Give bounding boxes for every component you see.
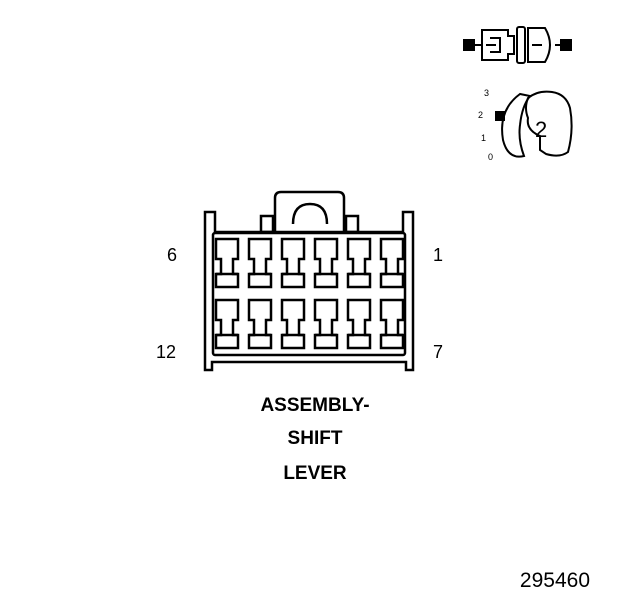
cavity-pin-10 — [280, 298, 306, 350]
connector-latch-inner — [291, 202, 329, 225]
cavity-pin-5 — [247, 237, 273, 289]
pin-label-top-left: 6 — [167, 245, 178, 265]
cavity-pin-11 — [247, 298, 273, 350]
figure-number: 295460 — [519, 569, 590, 592]
connector-post-left — [259, 214, 275, 234]
title-line-2: SHIFT — [287, 428, 343, 449]
position-label-1: 1 — [481, 133, 487, 143]
cavity-pin-6 — [214, 237, 240, 289]
title-line-3: LEVER — [283, 463, 347, 484]
cavity-pin-2 — [346, 237, 372, 289]
cavity-pin-7 — [379, 298, 405, 350]
cavity-pin-3 — [313, 237, 339, 289]
pin-label-top-right: 1 — [433, 245, 444, 265]
cavity-pin-4 — [280, 237, 306, 289]
position-label-3: 3 — [484, 88, 490, 98]
pin-label-bottom-left: 12 — [156, 342, 177, 362]
connector-post-right — [344, 214, 360, 234]
cavity-pin-12 — [214, 298, 240, 350]
inline-connector-icon — [463, 26, 572, 64]
connector-face — [203, 190, 415, 372]
cavity-pin-1 — [379, 237, 405, 289]
position-label-2: 2 — [478, 110, 484, 120]
pin-label-bottom-right: 7 — [433, 342, 444, 362]
connector-inner-wall — [211, 231, 407, 357]
cavity-pin-8 — [346, 298, 372, 350]
position-label-0: 0 — [488, 152, 494, 162]
cavity-pin-9 — [313, 298, 339, 350]
tumbler-number: 2 — [535, 117, 548, 142]
title-line-1: ASSEMBLY- — [260, 395, 370, 416]
connector-latch — [273, 190, 346, 232]
position-tumbler-icon — [495, 90, 573, 158]
terminal-cavities — [214, 237, 405, 350]
